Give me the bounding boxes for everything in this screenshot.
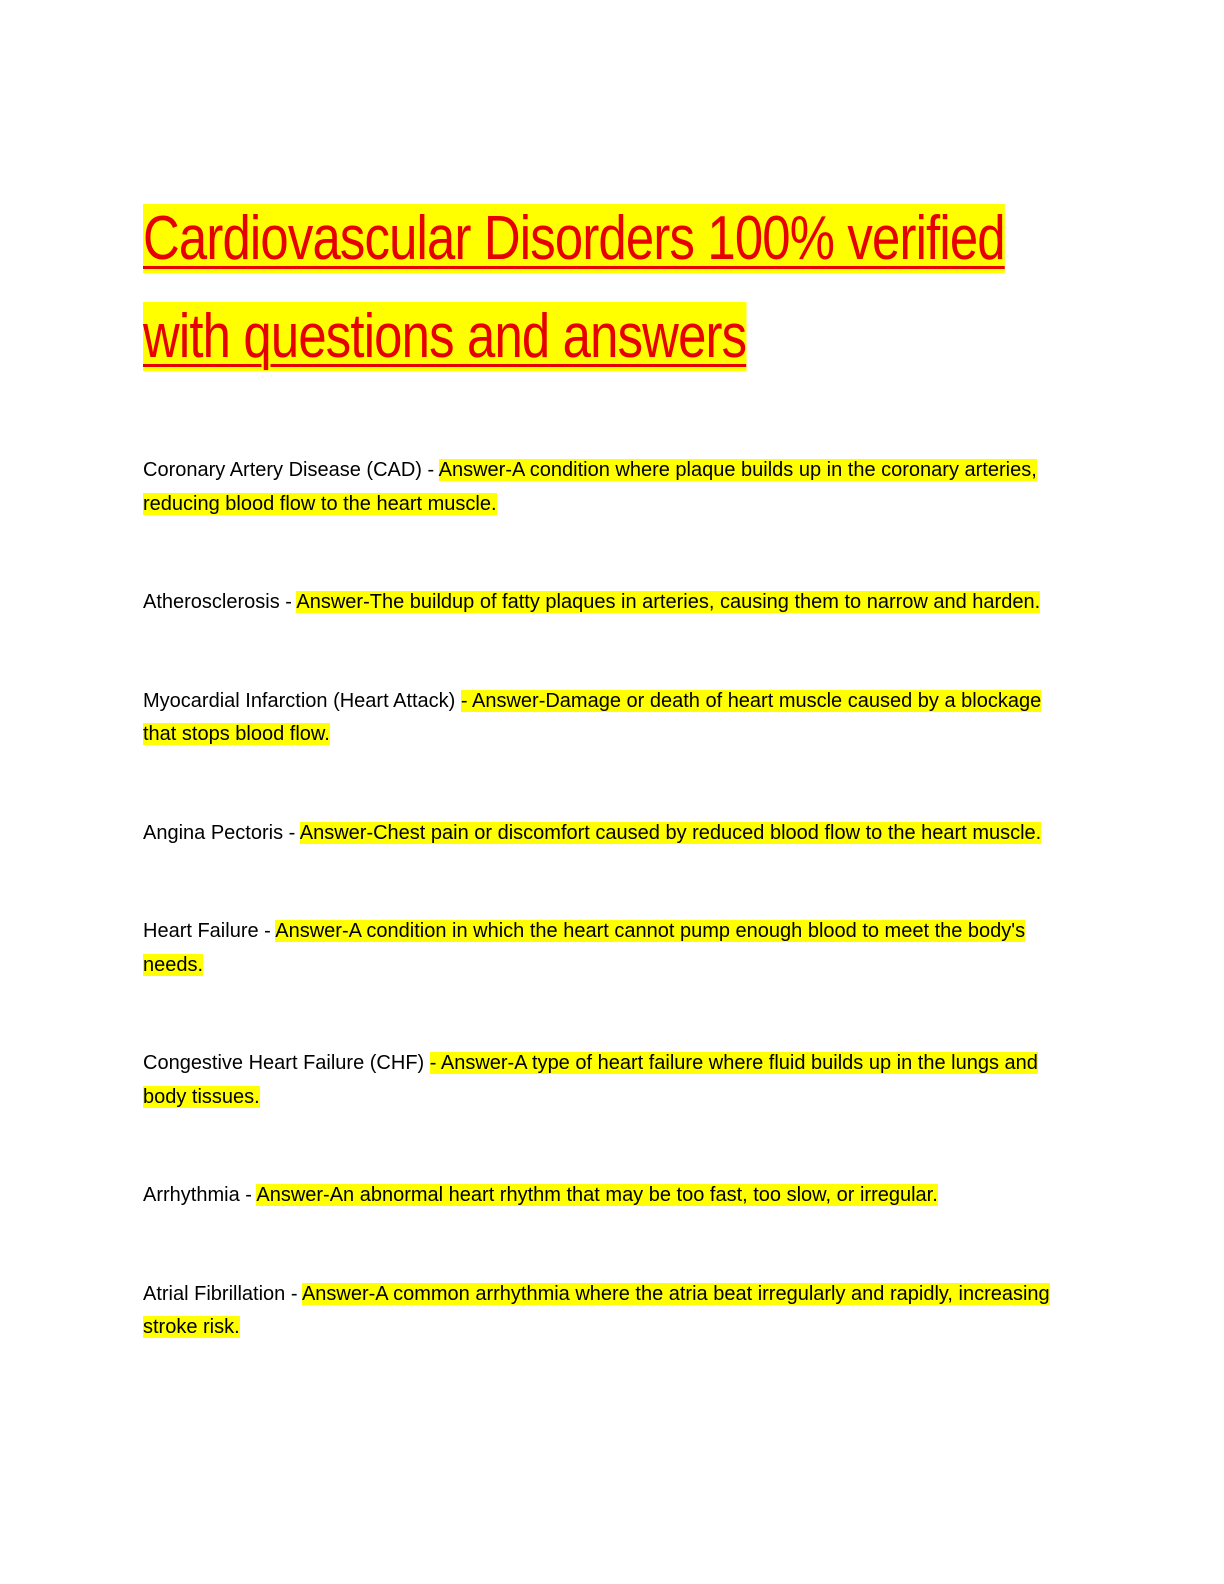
qa-item: Coronary Artery Disease (CAD) - Answer-A… (143, 454, 1063, 521)
page-title: Cardiovascular Disorders 100% verified w… (143, 190, 1086, 386)
qa-term: Coronary Artery Disease (CAD) - (143, 459, 439, 481)
qa-answer: Answer-The buildup of fatty plaques in a… (296, 591, 1041, 613)
qa-list: Coronary Artery Disease (CAD) - Answer-A… (143, 454, 1083, 1345)
qa-term: Myocardial Infarction (Heart Attack) (143, 689, 461, 712)
qa-item: Myocardial Infarction (Heart Attack) - A… (143, 685, 1063, 752)
qa-term: Atherosclerosis - (143, 591, 297, 613)
qa-term: Angina Pectoris - (143, 821, 300, 844)
qa-item: Angina Pectoris - Answer-Chest pain or d… (143, 817, 1063, 851)
qa-term: Arrhythmia - (143, 1184, 257, 1206)
qa-answer: Answer-Chest pain or discomfort caused b… (299, 821, 1042, 844)
qa-term: Congestive Heart Failure (CHF) (143, 1052, 430, 1074)
qa-term: Heart Failure - (143, 920, 276, 942)
qa-term: Atrial Fibrillation - (143, 1282, 302, 1305)
qa-item: Congestive Heart Failure (CHF) - Answer-… (143, 1047, 1063, 1114)
qa-item: Heart Failure - Answer-A condition in wh… (143, 915, 1063, 982)
qa-item: Atrial Fibrillation - Answer-A common ar… (143, 1278, 1063, 1345)
qa-answer: Answer-A condition in which the heart ca… (143, 920, 1026, 976)
page-title-text: Cardiovascular Disorders 100% verified w… (143, 204, 1006, 371)
qa-item: Atherosclerosis - Answer-The buildup of … (143, 586, 1063, 620)
qa-item: Arrhythmia - Answer-An abnormal heart rh… (143, 1179, 1063, 1213)
qa-answer: Answer-An abnormal heart rhythm that may… (256, 1184, 938, 1206)
document-page: Cardiovascular Disorders 100% verified w… (143, 190, 1083, 1410)
